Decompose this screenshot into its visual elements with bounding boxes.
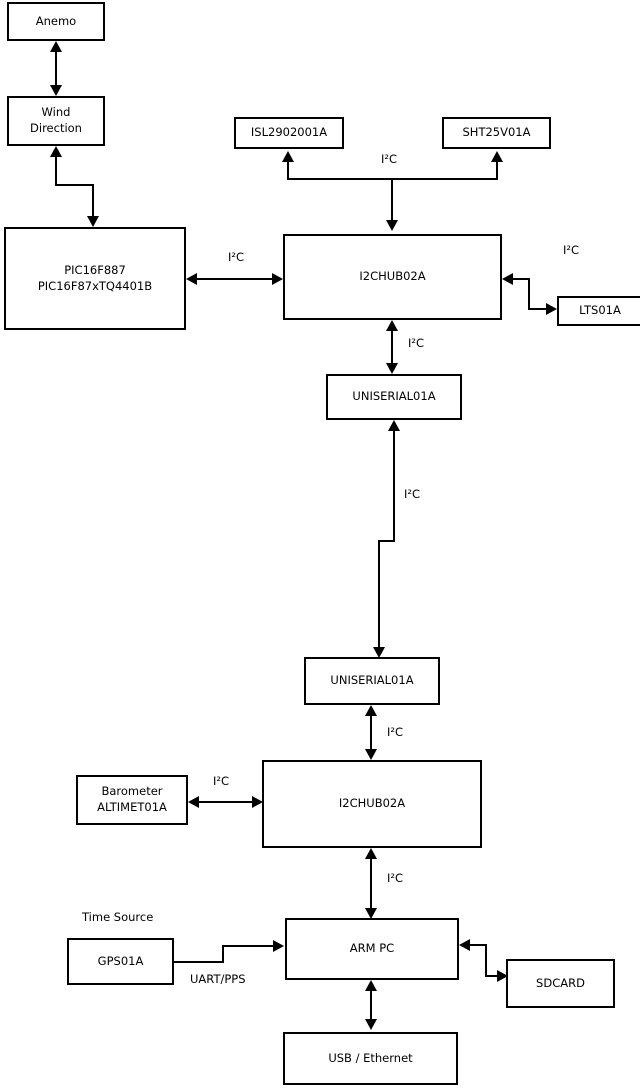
edge-uni-uni-seg2 [378, 540, 395, 542]
edge-label-i2c-pic-hub: I²C [228, 250, 245, 264]
edge-uni-uni-seg1 [393, 429, 395, 542]
edge-hub-lts-arrow-left [502, 273, 513, 285]
node-uniserial01a-bottom[interactable]: UNISERIAL01A [304, 657, 440, 705]
edge-arm-sdcard-seg2 [485, 944, 487, 977]
edge-uni-hub2-line [370, 714, 372, 752]
edge-uni-hub2-arrow-down [365, 749, 377, 760]
edge-gps-arm-arrow [273, 940, 284, 952]
edge-hub-uni-line [391, 329, 393, 366]
node-anemo[interactable]: Anemo [7, 2, 105, 41]
edge-hub-sensors-left-riser [287, 162, 289, 180]
edge-pic-hub-arrow-right [272, 273, 283, 285]
edge-uni-uni-seg3 [378, 540, 380, 650]
edge-hub-isl-arrow [282, 151, 294, 162]
edge-label-uart-pps: UART/PPS [190, 972, 246, 986]
edge-baro-hub2-line [198, 801, 254, 803]
edge-baro-hub2-arrow-left [188, 796, 199, 808]
node-usb-ethernet[interactable]: USB / Ethernet [283, 1032, 458, 1085]
edge-arm-usbeth-arrow-up [365, 980, 377, 991]
edge-hub2-arm-arrow-down [365, 908, 377, 919]
edge-baro-hub2-arrow-right [252, 796, 263, 808]
edge-anemo-wind-line [55, 50, 57, 88]
edge-hub-lts-seg2 [528, 278, 530, 310]
edge-wind-pic-seg3 [92, 184, 94, 218]
edge-uni-uni-arrow-down [373, 647, 385, 658]
edge-hub-sht-arrow [491, 151, 503, 162]
edge-hub-lts-seg3 [528, 308, 548, 310]
edge-hub-sensors-arrow-down [386, 220, 398, 231]
edge-uni-uni-arrow-up [388, 420, 400, 431]
edge-label-i2c-hub2-arm: I²C [387, 871, 404, 885]
node-barometer-altimet01a[interactable]: Barometer ALTIMET01A [76, 775, 188, 825]
edge-hub-lts-seg1 [512, 278, 530, 280]
edge-arm-sdcard-arrow-left [459, 939, 470, 951]
node-isl2902001a[interactable]: ISL2902001A [234, 117, 344, 149]
edge-arm-sdcard-arrow-right [497, 970, 508, 982]
edge-label-i2c-sensors: I²C [381, 152, 398, 166]
edge-uni-hub2-arrow-up [365, 705, 377, 716]
edge-wind-pic-seg2 [55, 184, 94, 186]
edge-hub2-arm-arrow-up [365, 848, 377, 859]
node-sdcard[interactable]: SDCARD [506, 959, 615, 1008]
edge-wind-pic-arrow-down [87, 216, 99, 227]
edge-wind-pic-seg1 [55, 155, 57, 185]
edge-label-i2c-baro-hub2: I²C [213, 774, 230, 788]
edge-hub-lts-arrow-right [546, 303, 557, 315]
edge-arm-sdcard-seg1 [469, 944, 487, 946]
edge-pic-hub-line [196, 278, 274, 280]
edge-hub2-arm-line [370, 857, 372, 912]
edge-hub-sensors-trunk [391, 178, 393, 221]
node-sht25v01a[interactable]: SHT25V01A [442, 117, 551, 149]
node-arm-pc[interactable]: ARM PC [285, 918, 459, 980]
edge-label-i2c-hub-uni: I²C [408, 336, 425, 350]
edge-hub-uni-arrow-down [386, 363, 398, 374]
node-gps01a[interactable]: GPS01A [67, 938, 174, 985]
edge-hub-sensors-right-riser [496, 162, 498, 180]
node-lts01a[interactable]: LTS01A [557, 296, 640, 326]
node-uniserial01a-top[interactable]: UNISERIAL01A [326, 374, 462, 420]
node-i2chub02a-bottom[interactable]: I2CHUB02A [262, 760, 482, 848]
edge-arm-sdcard-seg3 [485, 975, 503, 977]
node-i2chub02a-top[interactable]: I2CHUB02A [283, 234, 502, 320]
edge-arm-usbeth-arrow-down [365, 1019, 377, 1030]
edge-label-i2c-uni-uni: I²C [404, 487, 421, 501]
edge-pic-hub-arrow-left [186, 273, 197, 285]
edge-gps-arm-seg3 [222, 945, 274, 947]
edge-gps-arm-seg1 [174, 961, 224, 963]
edge-wind-pic-arrow-up [50, 146, 62, 157]
edge-label-i2c-hub-lts: I²C [563, 243, 580, 257]
edge-anemo-wind-arrow-down [50, 85, 62, 96]
edge-arm-usbeth-line [370, 989, 372, 1021]
annotation-time-source: Time Source [82, 910, 154, 924]
edge-anemo-wind-arrow-up [50, 41, 62, 52]
edge-gps-arm-seg2 [222, 945, 224, 963]
edge-label-i2c-uni-hub2: I²C [387, 725, 404, 739]
edge-hub-uni-arrow-up [386, 320, 398, 331]
node-wind-direction[interactable]: Wind Direction [7, 96, 105, 146]
node-pic-mcu[interactable]: PIC16F887 PIC16F87xTQ4401B [4, 227, 186, 330]
